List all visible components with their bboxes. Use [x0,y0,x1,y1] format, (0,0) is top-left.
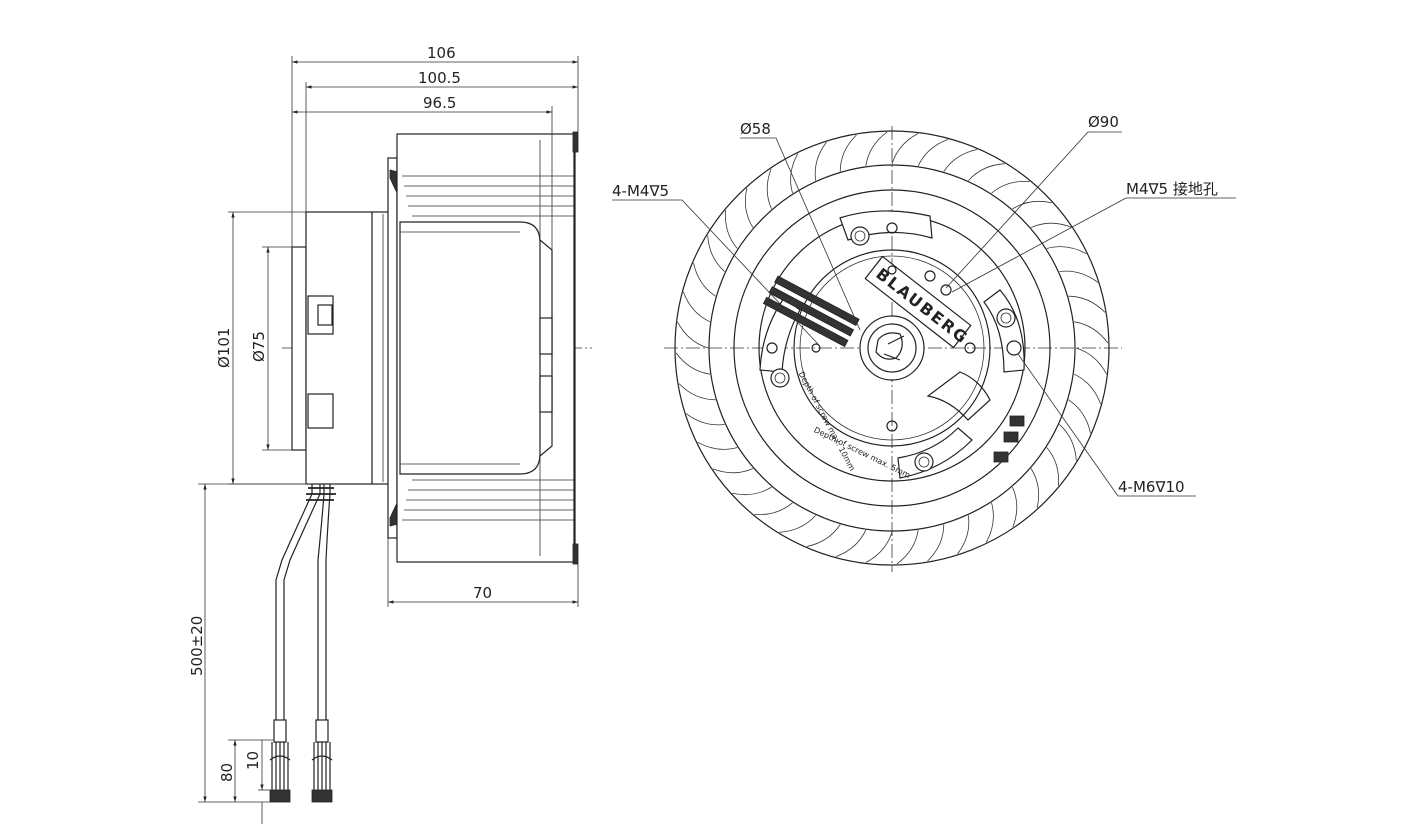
blade [1059,424,1077,461]
m4-hole-bottom [886,420,898,432]
blade [917,139,949,167]
blade [814,141,827,181]
terminal-block [993,415,1025,463]
dim-dia-101: Ø101 [215,328,233,368]
blade [839,134,857,172]
blade [927,524,945,562]
impeller-front-ring [387,157,398,539]
dim-96-5: 96.5 [423,94,456,112]
blade [675,352,710,375]
blade [1075,347,1107,375]
blade [707,235,725,272]
blade [712,468,754,474]
blade [891,133,919,165]
front-view: BLAUBERG Depth of screw max. 10mm Depth … [612,113,1236,572]
blade [683,291,711,323]
blade [1046,447,1060,486]
blade [754,502,793,516]
screw-left [770,368,790,388]
impeller-outer-ring [674,130,1110,566]
blade [865,131,888,166]
rim-text-1: Depth of screw max. 10mm [797,370,857,473]
blade [1068,399,1091,434]
blade [1059,270,1099,283]
back-flange [291,246,307,451]
blade [1073,373,1101,405]
label-4-m4: 4-M4∇5 [612,182,669,200]
label-dia-90: Ø90 [1088,113,1119,131]
screw-top-left [850,226,870,246]
blade [865,531,893,563]
dim-80: 80 [218,763,236,782]
blade [1030,222,1072,228]
label-ground-hole: M4∇5 接地孔 [1126,180,1218,198]
blade [835,529,867,557]
dim-500: 500±20 [188,616,206,676]
blade [806,524,841,547]
m4-hole-right [964,342,976,354]
dim-106: 106 [427,44,456,62]
dim-dia-75: Ø75 [250,331,268,362]
blade [677,321,709,349]
blade [1030,468,1039,509]
m4-hole-left [766,342,778,354]
blade [731,486,772,495]
blade [1012,486,1018,528]
blade [685,413,725,426]
blade [985,502,994,543]
front-blades [675,131,1109,565]
blade [779,515,816,533]
blade [678,383,716,401]
screw-bottom [914,452,934,472]
blade [766,168,772,210]
blade [1012,201,1053,210]
blade [1074,321,1109,344]
dim-100-5: 100.5 [418,69,461,87]
cable-bundle [269,484,336,803]
screw-right [996,308,1016,328]
label-4-m6: 4-M6∇10 [1118,478,1185,496]
rim-text-2: Depth of screw max. 5mm [812,425,911,480]
blade [697,441,738,450]
m4-hole-top [886,222,898,234]
motor-end-cap [305,211,391,485]
side-view: 106 100.5 96.5 Ø101 Ø75 70 500±20 80 [188,44,592,824]
dim-70: 70 [473,584,492,602]
blade [991,180,1030,194]
rotor-body [399,221,541,475]
blade [943,149,978,172]
label-dia-58: Ø58 [740,120,771,138]
blade [745,187,754,228]
blade [896,530,919,565]
hub [859,315,925,381]
blade [724,210,738,249]
blade [957,515,970,555]
blade [968,163,1005,181]
dim-10: 10 [244,751,262,770]
blade [1046,246,1087,255]
blade [693,262,716,297]
blade [1068,295,1106,313]
impeller-blades [402,140,574,556]
